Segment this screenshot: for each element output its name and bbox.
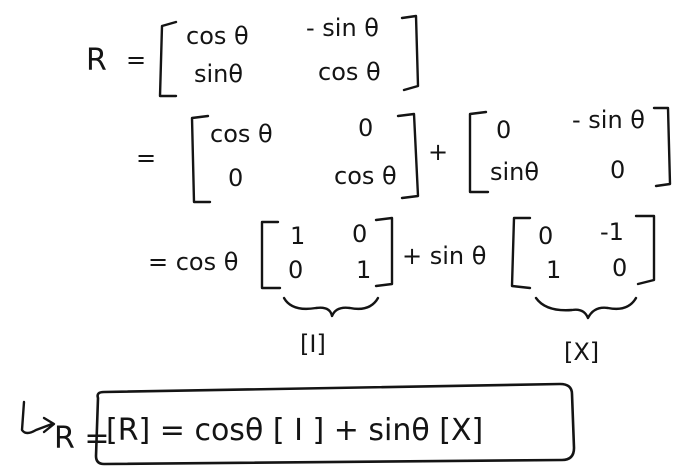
x-matrix-a11: 0 [538,222,553,250]
sin-coefficient: + sin θ [402,242,486,270]
equals-sign-1: = [126,46,146,74]
identity-a21: 0 [288,256,303,284]
bracket-left-3a [260,220,282,290]
matrix-b-a11: 0 [496,116,511,144]
bracket-left-3b [510,216,532,290]
label-identity: [I] [300,330,326,358]
matrix-a-a22: cos θ [334,162,397,190]
arrow-icon [20,400,56,435]
rotation-symbol-r: R [86,43,107,78]
identity-a22: 1 [356,256,371,284]
matrix-a-a11: cos θ [210,120,273,148]
matrix-b-a21: sinθ [490,158,539,186]
identity-a12: 0 [352,220,367,248]
matrix-r-a21: sinθ [194,60,243,88]
matrix-a-a12: 0 [358,114,373,142]
bracket-left-1 [158,20,178,98]
matrix-r-a12: - sin θ [306,14,379,42]
underbrace-identity [282,296,380,318]
result-box [94,382,576,466]
bracket-right-2a [396,112,420,200]
bracket-right-3b [634,214,656,286]
bracket-right-2b [652,106,672,188]
label-x: [X] [564,338,599,366]
matrix-b-a12: - sin θ [572,106,645,134]
matrix-b-a22: 0 [610,156,625,184]
matrix-a-a21: 0 [228,164,243,192]
bracket-right-3a [374,216,394,288]
x-matrix-a12: -1 [600,218,624,246]
bracket-right-1 [400,14,420,92]
result-formula: [R] = cosθ [ I ] + sinθ [X] [106,413,483,448]
matrix-r-a22: cos θ [318,58,381,86]
bracket-left-2a [190,114,212,204]
matrix-r-a11: cos θ [186,22,249,50]
bracket-left-2b [468,110,490,194]
plus-sign-2: + [428,138,448,166]
x-matrix-a21: 1 [546,256,561,284]
identity-a11: 1 [290,222,305,250]
underbrace-x [534,296,638,320]
equals-sign-2: = [136,144,156,172]
x-matrix-a22: 0 [612,254,627,282]
cos-coefficient: = cos θ [148,248,238,276]
result-prefix: R = [54,421,110,456]
